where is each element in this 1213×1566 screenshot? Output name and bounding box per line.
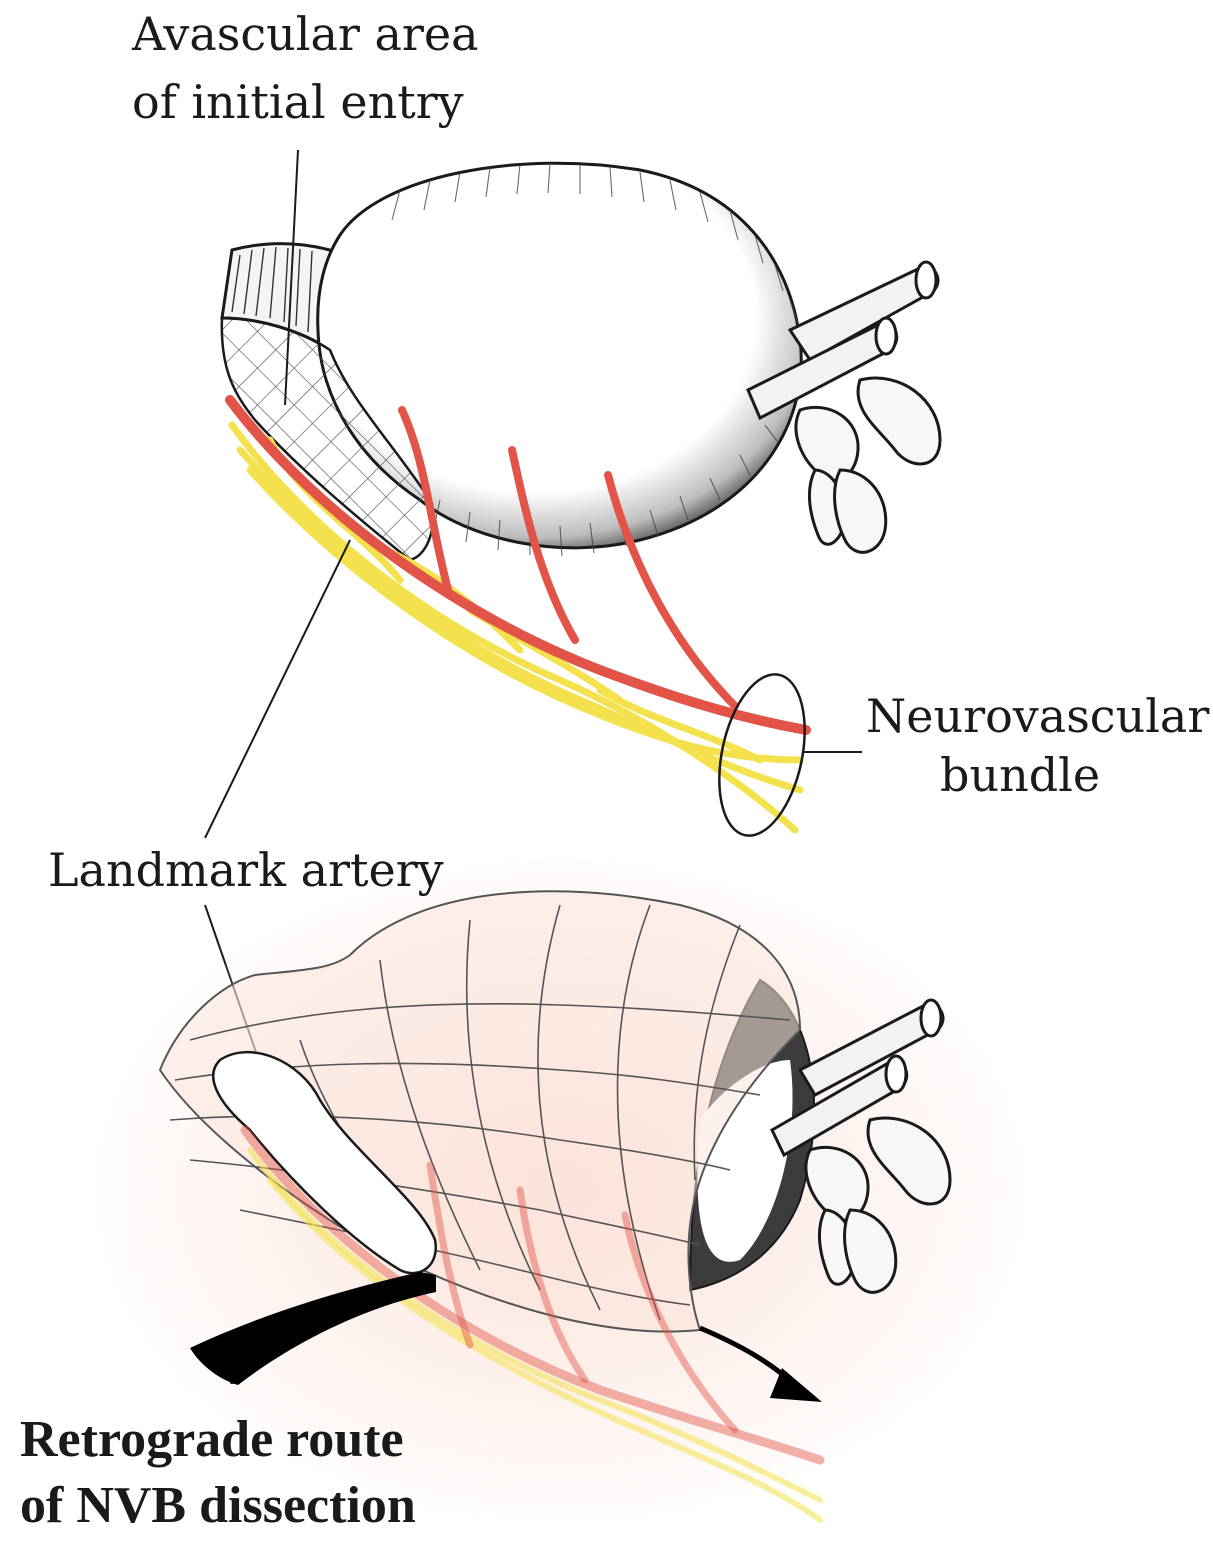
label-route-line1: Retrograde route [20,1410,404,1470]
top-seminal-vesicles [796,378,940,552]
label-nvb-line1: Neurovascular [866,686,1209,746]
label-nvb-line2: bundle [940,745,1100,805]
label-route-line2: of NVB dissection [20,1476,416,1536]
label-landmark-artery: Landmark artery [48,840,444,900]
label-avascular-line2: of initial entry [132,72,464,132]
label-avascular-line1: Avascular area [132,4,479,64]
